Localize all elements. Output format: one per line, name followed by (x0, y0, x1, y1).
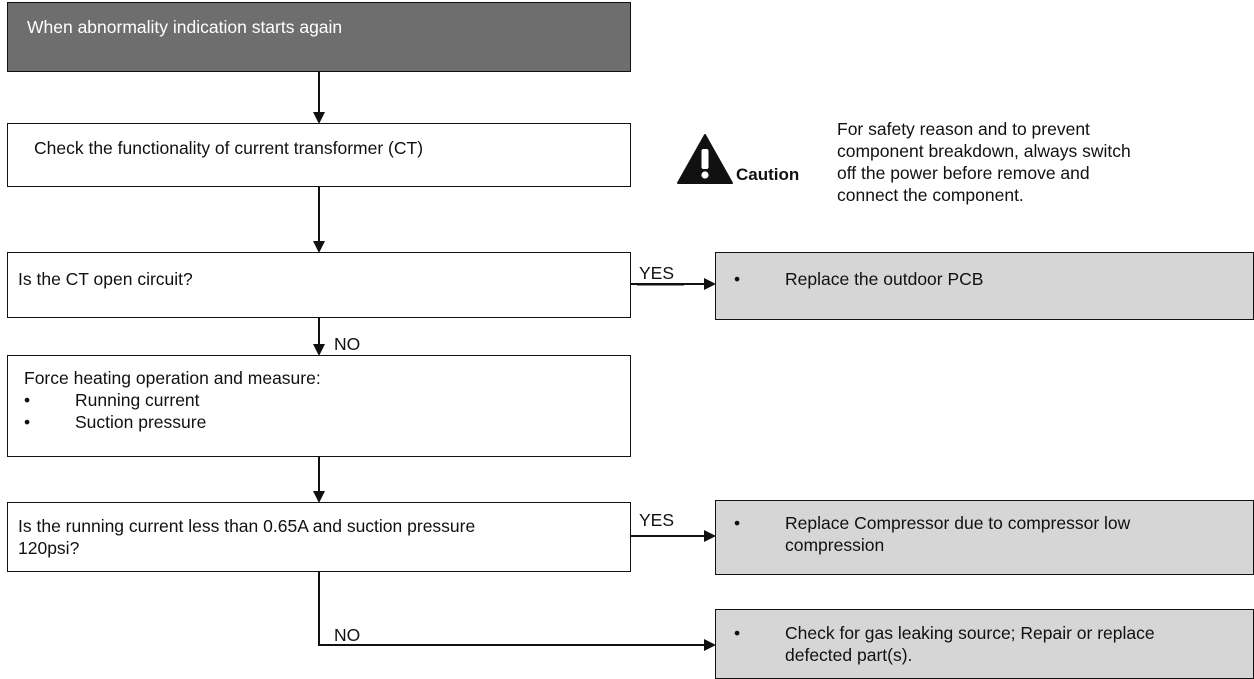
bullet: • (734, 269, 741, 289)
ct-open-question-text: Is the CT open circuit? (18, 269, 193, 289)
result-row: • Replace Compressor due to compressor l… (716, 512, 1253, 534)
ct-open-question-box: Is the CT open circuit? (7, 252, 631, 318)
no-label-ct-open: NO (334, 334, 361, 354)
result-row: • Replace the outdoor PCB (716, 268, 1253, 290)
result-row-cont: compression (716, 534, 1253, 556)
result-replace-pcb-text: Replace the outdoor PCB (785, 269, 984, 289)
force-heating-title: Force heating operation and measure: (24, 368, 321, 388)
caution-text-line: component breakdown, always switch (837, 141, 1131, 161)
bullet: • (24, 390, 31, 410)
force-heating-item-running-current: Running current (75, 390, 200, 410)
caution-text-line: off the power before remove and (837, 163, 1090, 183)
force-heating-item-suction-pressure: Suction pressure (75, 412, 207, 432)
result-row-cont: defected part(s). (716, 644, 1253, 666)
force-heating-item: • Suction pressure (24, 411, 630, 433)
result-gas-leak-line2: defected part(s). (785, 645, 913, 665)
caution-text-line: connect the component. (837, 185, 1024, 205)
running-current-question-line1: Is the running current less than 0.65A a… (18, 516, 476, 536)
arrow-current-no (318, 572, 716, 651)
check-ct-box: Check the functionality of current trans… (7, 123, 631, 187)
running-current-question-box: Is the running current less than 0.65A a… (7, 502, 631, 572)
warning-triangle-icon (677, 134, 733, 184)
yes-label-current: YES (639, 510, 675, 530)
result-gas-leak-line1: Check for gas leaking source; Repair or … (785, 623, 1155, 643)
result-replace-pcb-box: • Replace the outdoor PCB (715, 252, 1254, 320)
caution-text: For safety reason and to prevent compone… (837, 118, 1131, 206)
no-label-current: NO (334, 625, 361, 645)
bullet: • (734, 623, 741, 643)
caution-label: Caution (736, 165, 800, 184)
result-replace-compressor-line2: compression (785, 535, 885, 555)
check-ct-text: Check the functionality of current trans… (34, 138, 424, 158)
bullet: • (734, 513, 741, 533)
start-text: When abnormality indication starts again (27, 17, 343, 37)
yes-label-ct-open: YES (639, 263, 675, 283)
bullet: • (24, 412, 31, 432)
result-replace-compressor-box: • Replace Compressor due to compressor l… (715, 500, 1254, 575)
caution-block: Caution For safety reason and to prevent… (676, 114, 1254, 224)
result-replace-compressor-line1: Replace Compressor due to compressor low (785, 513, 1131, 533)
running-current-question-line2: 120psi? (18, 538, 80, 558)
start-box: When abnormality indication starts again (7, 2, 631, 72)
caution-text-line: For safety reason and to prevent (837, 119, 1090, 139)
result-row: • Check for gas leaking source; Repair o… (716, 622, 1253, 644)
force-heating-box: Force heating operation and measure: • R… (7, 355, 631, 457)
result-gas-leak-box: • Check for gas leaking source; Repair o… (715, 609, 1254, 679)
force-heating-item: • Running current (24, 389, 630, 411)
